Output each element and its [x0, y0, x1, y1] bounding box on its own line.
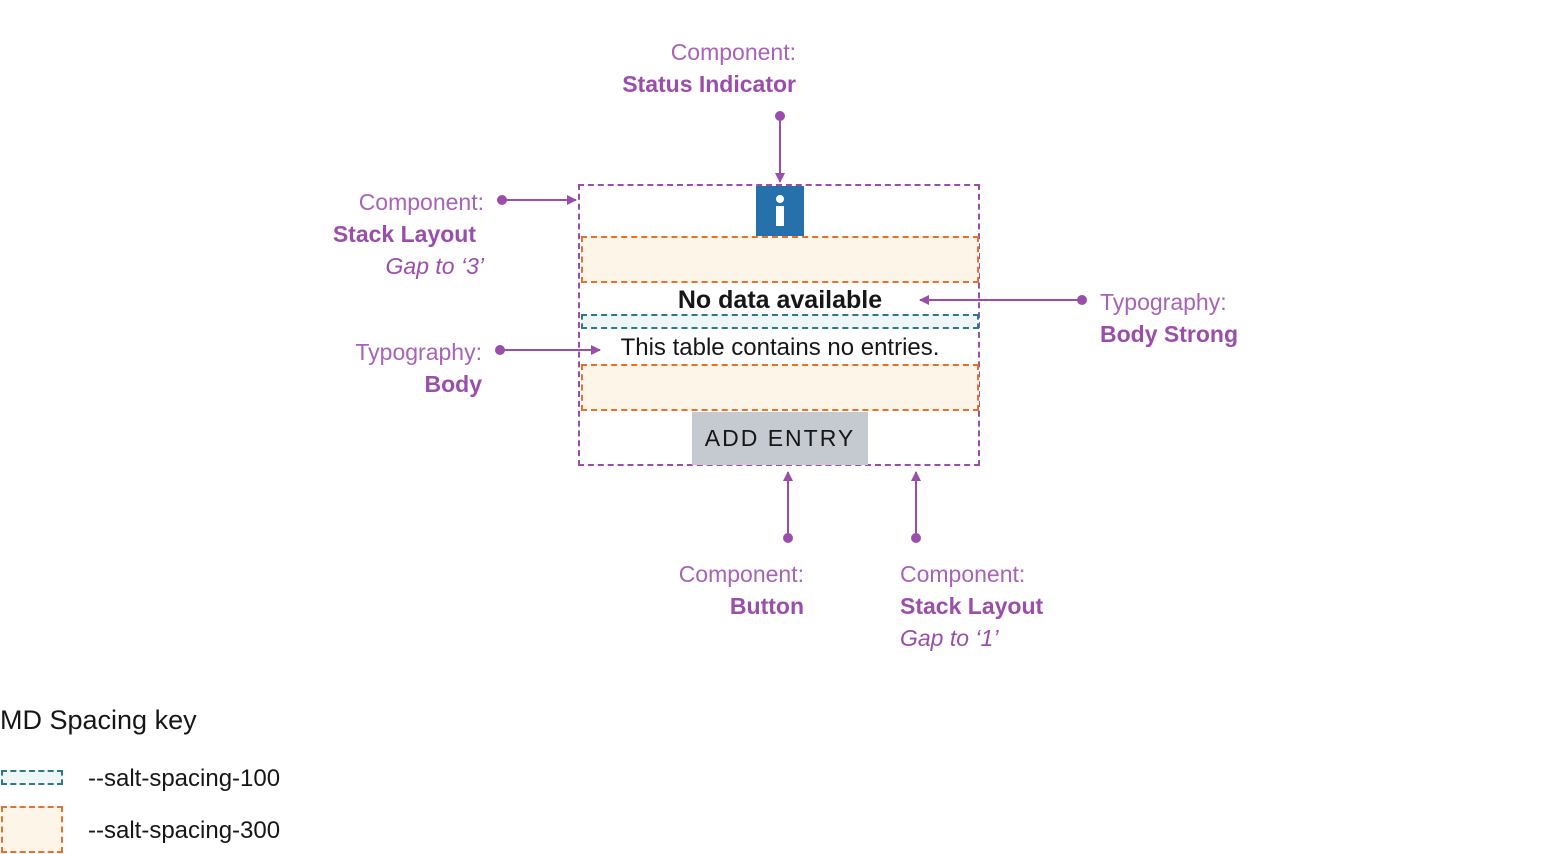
annotation-name: Status Indicator: [622, 71, 796, 97]
info-icon: [776, 195, 784, 226]
annotation-typography-body: Typography: Body: [300, 336, 482, 400]
spacing-key-title: MD Spacing key: [0, 705, 197, 735]
arrow-status-indicator: [775, 111, 785, 183]
annotation-label: Typography:: [355, 339, 482, 365]
annotation-name: Stack Layout: [332, 221, 476, 247]
spacing-key-swatch-100: [1, 770, 63, 785]
spacing-300-gap: [581, 236, 979, 283]
annotation-name: Stack Layout: [900, 593, 1044, 619]
stack-layout-outline: [578, 184, 980, 466]
annotation-stack-layout-3: Component: Stack Layout Gap to ‘3’: [300, 186, 484, 282]
annotation-name: Body: [424, 371, 483, 397]
annotation-note: Gap to ‘3’: [385, 253, 484, 279]
spacing-key-label-300: --salt-spacing-300: [88, 817, 281, 844]
annotation-label: Component:: [358, 189, 484, 215]
empty-state-title: No data available: [677, 286, 883, 314]
empty-state-body: This table contains no entries.: [620, 334, 940, 361]
arrow-typography-body: [495, 345, 601, 355]
arrow-typography-body-strong: [919, 295, 1087, 305]
annotation-label: Component:: [900, 561, 1026, 587]
spacing-300-gap: [581, 364, 979, 411]
annotation-label: Component:: [678, 561, 804, 587]
annotation-typography-body-strong: Typography: Body Strong: [1100, 286, 1238, 350]
arrow-button: [783, 471, 793, 543]
annotation-status-indicator: Component: Status Indicator: [560, 36, 796, 100]
status-indicator: [756, 186, 804, 236]
annotation-label: Typography:: [1100, 289, 1227, 315]
annotation-name: Body Strong: [1100, 321, 1238, 347]
annotation-stack-layout-1: Component: Stack Layout Gap to ‘1’: [900, 558, 1043, 654]
annotation-label: Component:: [670, 39, 796, 65]
spacing-key-label-100: --salt-spacing-100: [88, 765, 281, 792]
add-entry-button[interactable]: ADD ENTRY: [692, 412, 868, 465]
annotation-name: Button: [729, 593, 804, 619]
spacing-100-gap: [581, 314, 979, 329]
annotation-button: Component: Button: [640, 558, 804, 622]
arrow-stack-layout-3: [497, 195, 577, 205]
annotation-note: Gap to ‘1’: [900, 625, 999, 651]
arrow-stack-layout-1: [911, 471, 921, 543]
spacing-key-swatch-300: [1, 806, 63, 853]
